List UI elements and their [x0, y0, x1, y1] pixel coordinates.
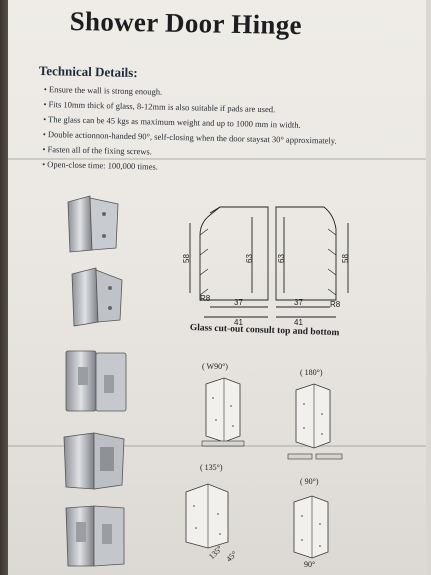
dim-right-w1: 37	[294, 298, 303, 307]
hinge-photo-5	[65, 505, 125, 567]
angle-label: ( W90°)	[202, 362, 228, 371]
hinge-photo-4	[63, 432, 125, 490]
dim-left-w1: 37	[234, 298, 243, 307]
angle-label: ( 135°)	[200, 463, 223, 472]
hinge-photo-3	[65, 350, 127, 412]
angle-label: 90°	[304, 560, 316, 569]
hinge-photo-1	[67, 195, 119, 253]
technical-details-heading: Technical Details:	[38, 63, 138, 81]
dim-left-outer: 58	[182, 254, 191, 263]
dim-right-w2: 41	[294, 318, 303, 327]
dim-right-inner: 63	[277, 254, 286, 263]
cutout-dimension-diagram: 58 63 63 58 37 41 37 41 R8 R8	[182, 206, 350, 327]
page-title: Shower Door Hinge	[69, 6, 303, 41]
glass-strip	[287, 453, 343, 460]
dim-left-w2: 41	[234, 318, 243, 327]
glass-diagram-135	[185, 483, 229, 549]
dim-right-outer: 58	[341, 254, 350, 263]
glass-diagram-90	[293, 495, 329, 559]
hinge-photo-2	[71, 267, 123, 327]
dim-left-inner: 63	[245, 254, 254, 263]
angle-label: ( 90°)	[300, 477, 319, 486]
glass-diagram-90-wall	[205, 377, 241, 443]
angle-label: ( 180°)	[300, 368, 323, 377]
dim-right-radius: R8	[330, 300, 341, 309]
glass-diagram-180	[295, 383, 331, 449]
technical-details-list: Ensure the wall is strong enough. Fits 1…	[42, 82, 384, 180]
glass-strip	[201, 440, 245, 447]
dim-left-radius: R8	[200, 294, 211, 303]
